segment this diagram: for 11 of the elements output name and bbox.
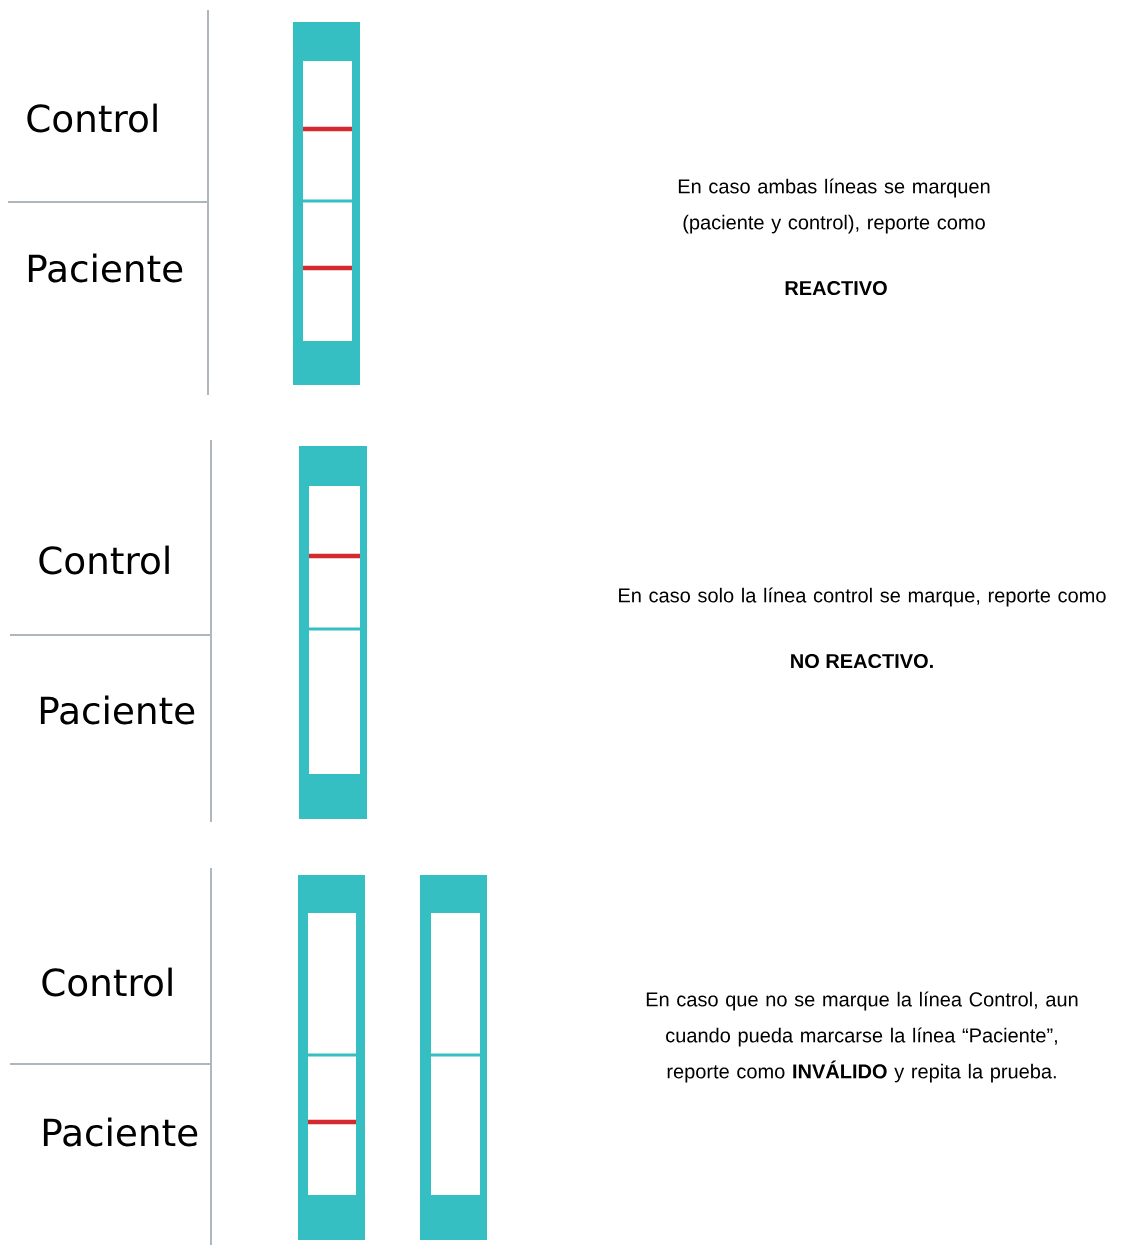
row-label: Control bbox=[39, 545, 169, 575]
result-label: NO REACTIVO. bbox=[791, 653, 933, 669]
instruction-text: En caso que no se marque la línea Control, aun cuando pueda marcarse la línea “Paciente”, reporte como INVÁLIDO y repita la prueba. bbox=[646, 991, 1078, 1083]
row-label: Paciente bbox=[28, 253, 183, 283]
instruction-text: En caso ambas líneas se marquen (paciente y control), reporte como bbox=[678, 178, 990, 234]
row-label: Paciente bbox=[43, 1117, 198, 1147]
row-label: Control bbox=[42, 967, 172, 997]
row-label: Paciente bbox=[40, 695, 195, 725]
result-label: REACTIVO bbox=[785, 280, 887, 296]
row-label: Control bbox=[27, 103, 157, 133]
instruction-text: En caso solo la línea control se marque, reporte como bbox=[619, 587, 1106, 607]
